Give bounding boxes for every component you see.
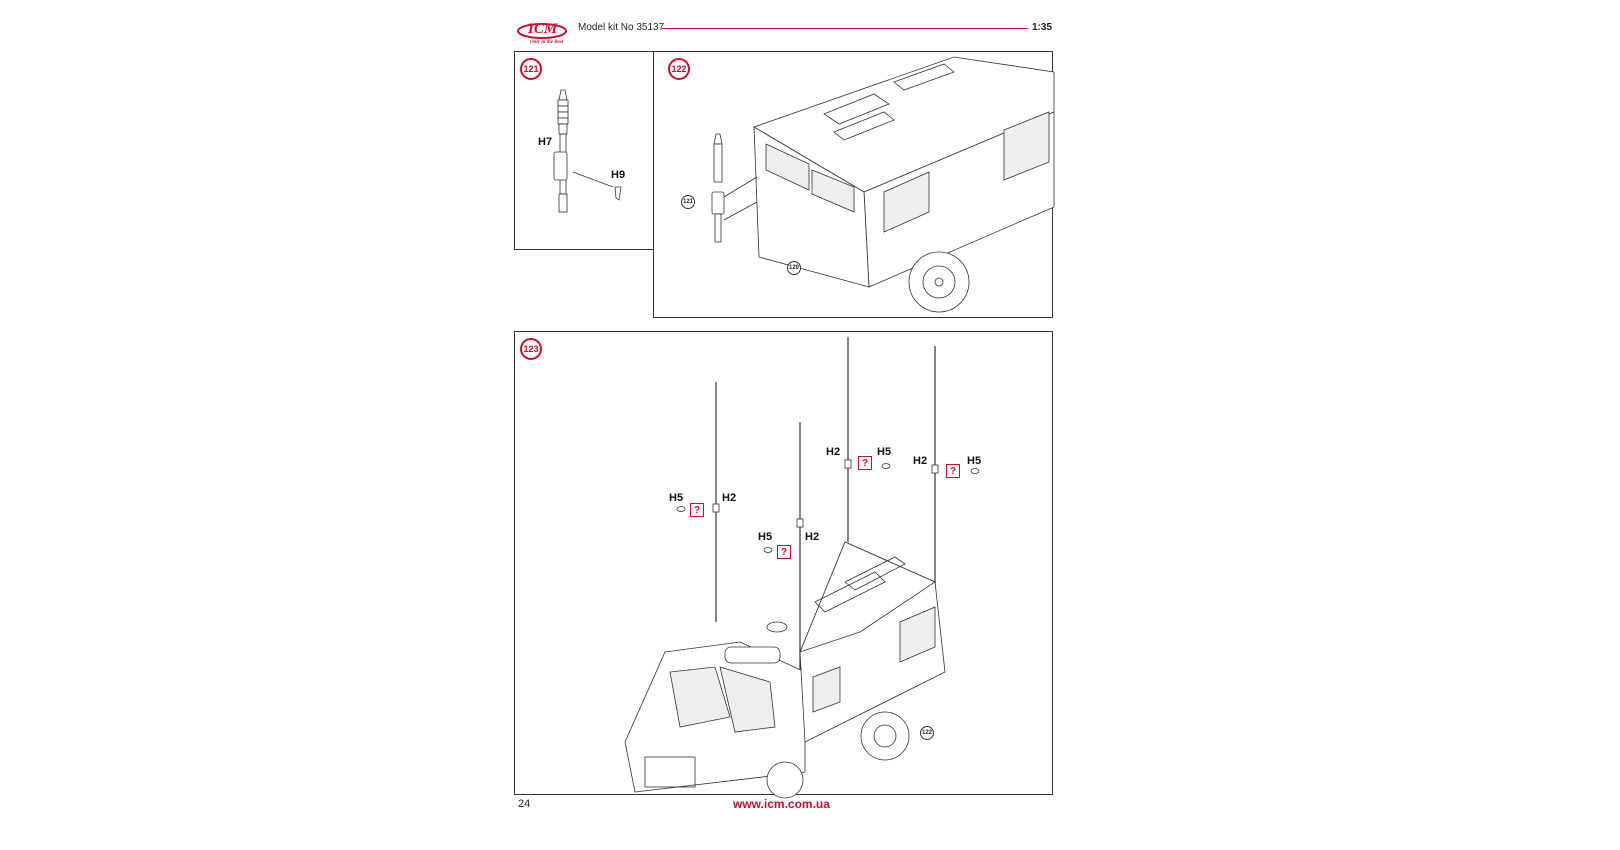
website-link[interactable]: www.icm.com.ua [733, 797, 830, 811]
page-number: 24 [518, 798, 531, 810]
truck-antennas-drawing [624, 337, 980, 799]
part-label-h2: H2 [805, 531, 820, 543]
step-122-panel: 122 121 120 [653, 51, 1055, 318]
ref-badge-120: 120 [787, 261, 801, 275]
part-label-h5: H5 [758, 531, 773, 543]
antenna-mount-drawing [553, 89, 622, 213]
step-number-badge: 123 [520, 338, 542, 360]
step-number-badge: 121 [520, 58, 542, 80]
step-123-panel: 123 H5 [514, 331, 1053, 799]
part-label-h9: H9 [611, 169, 626, 181]
header-rule [662, 28, 1028, 29]
unknown-part-marker: ? [946, 464, 960, 478]
logo-swoosh-icon [517, 23, 567, 39]
unknown-part-marker: ? [690, 503, 704, 517]
step-number-badge: 122 [668, 58, 690, 80]
model-kit-title: Model kit No 35137 [578, 22, 665, 33]
unknown-part-marker: ? [858, 456, 872, 470]
ref-badge-122: 122 [920, 726, 934, 740]
unknown-part-marker: ? [777, 545, 791, 559]
logo-text: ICM [528, 21, 558, 37]
part-label-h2: H2 [826, 446, 841, 458]
truck-box-body-drawing [711, 56, 1055, 313]
logo-tagline: Only in the Best [530, 40, 564, 45]
ref-badge-121: 121 [681, 195, 695, 209]
scale-label: 1:35 [1032, 22, 1053, 33]
part-label-h5: H5 [669, 492, 684, 504]
part-label-h7: H7 [538, 136, 553, 148]
icm-logo: ICM Only in the Best [516, 18, 570, 48]
part-label-h5: H5 [967, 455, 982, 467]
part-label-h5: H5 [877, 446, 892, 458]
part-label-h2: H2 [722, 492, 737, 504]
part-label-h2: H2 [913, 455, 928, 467]
step-121-panel: 121 H7 H9 [514, 51, 654, 250]
